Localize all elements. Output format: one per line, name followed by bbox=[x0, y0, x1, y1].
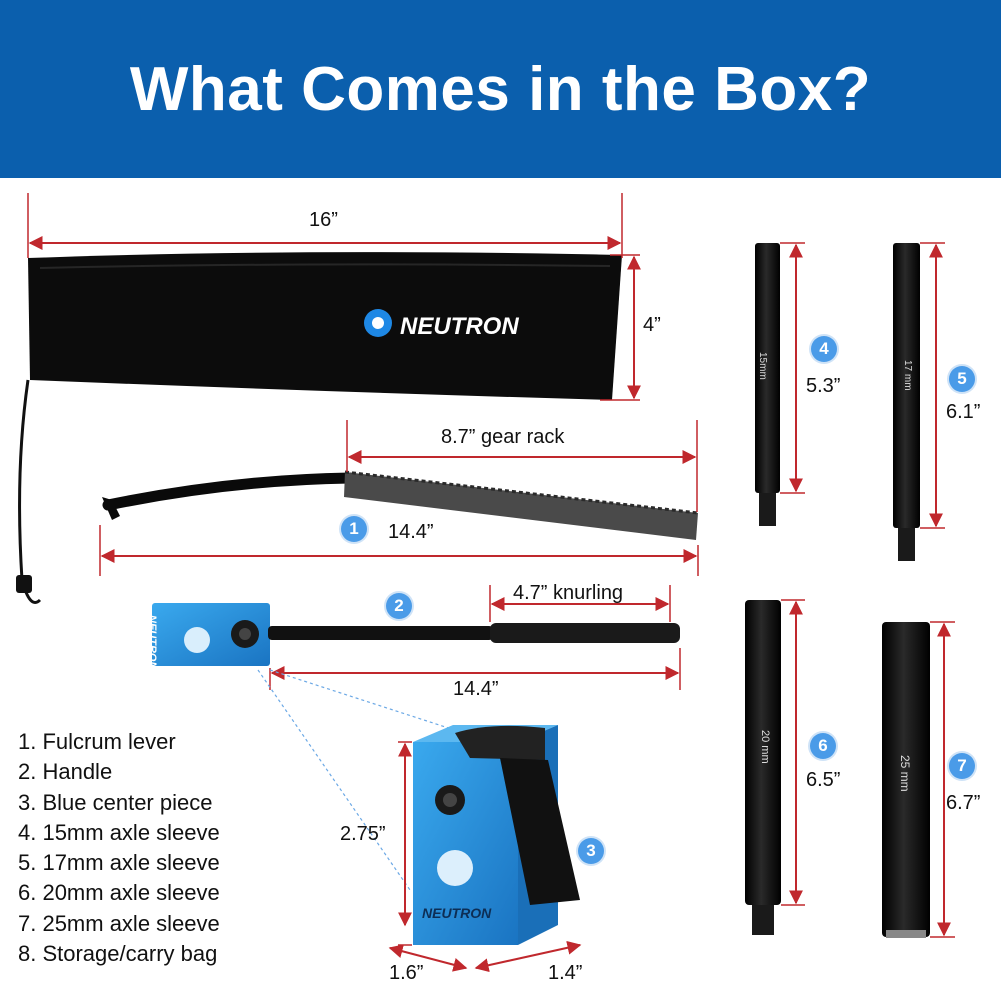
center-width-label: 1.6” bbox=[389, 962, 424, 984]
bag-height-label: 4” bbox=[643, 314, 661, 336]
axle-sleeve-20mm bbox=[745, 600, 781, 935]
list-item: 6. 20mm axle sleeve bbox=[18, 880, 220, 906]
handle-tool bbox=[152, 603, 680, 666]
product-illustration bbox=[16, 193, 955, 973]
blue-center-piece bbox=[413, 725, 580, 945]
gear-rack-label: 8.7” gear rack bbox=[441, 426, 565, 448]
list-item: 7. 25mm axle sleeve bbox=[18, 910, 220, 936]
list-item: 3. Blue center piece bbox=[18, 789, 213, 815]
carry-bag bbox=[16, 252, 622, 604]
sleeve-4-length-label: 5.3” bbox=[806, 375, 841, 397]
center-piece-brand-text: NEUTRON bbox=[422, 905, 492, 921]
badge-4: 4 bbox=[811, 336, 837, 362]
sleeve-6-engraving: 20 mm bbox=[759, 730, 771, 764]
lever-length-label: 14.4” bbox=[388, 521, 434, 543]
axle-sleeve-17mm bbox=[893, 243, 920, 561]
list-item: 8. Storage/carry bag bbox=[18, 941, 218, 967]
bag-brand-text: NEUTRON bbox=[400, 313, 519, 340]
fulcrum-lever bbox=[102, 470, 699, 540]
badge-6: 6 bbox=[810, 733, 836, 759]
badge-7: 7 bbox=[949, 753, 975, 779]
bag-width-label: 16” bbox=[309, 209, 338, 231]
sleeve-7-engraving: 25 mm bbox=[898, 755, 912, 792]
badge-3: 3 bbox=[578, 838, 604, 864]
handle-brand-text: NEUTRON bbox=[146, 615, 158, 670]
page-title: What Comes in the Box? bbox=[129, 54, 872, 124]
list-item: 5. 17mm axle sleeve bbox=[18, 850, 220, 876]
axle-sleeve-15mm bbox=[755, 243, 780, 526]
list-item: 1. Fulcrum lever bbox=[18, 729, 176, 754]
center-height-label: 2.75” bbox=[340, 823, 386, 845]
contents-list: 1. Fulcrum lever 2. Handle 3. Blue cente… bbox=[18, 727, 220, 969]
sleeve-7-length-label: 6.7” bbox=[946, 792, 981, 814]
list-item: 4. 15mm axle sleeve bbox=[18, 819, 220, 845]
header-banner: What Comes in the Box? bbox=[0, 0, 1001, 178]
badge-5: 5 bbox=[949, 366, 975, 392]
badge-2: 2 bbox=[386, 593, 412, 619]
knurling-label: 4.7” knurling bbox=[513, 582, 624, 604]
sleeve-5-length-label: 6.1” bbox=[946, 401, 981, 423]
sleeve-4-engraving: 15mm bbox=[757, 352, 768, 380]
center-depth-label: 1.4” bbox=[548, 962, 583, 984]
sleeve-6-length-label: 6.5” bbox=[806, 769, 841, 791]
list-item: 2. Handle bbox=[18, 759, 113, 785]
handle-length-label: 14.4” bbox=[453, 678, 499, 700]
neutron-logo-icon bbox=[437, 850, 473, 886]
axle-sleeve-25mm bbox=[882, 622, 930, 938]
badge-1: 1 bbox=[341, 516, 367, 542]
sleeve-5-engraving: 17 mm bbox=[902, 360, 913, 391]
neutron-logo-icon bbox=[184, 627, 210, 653]
